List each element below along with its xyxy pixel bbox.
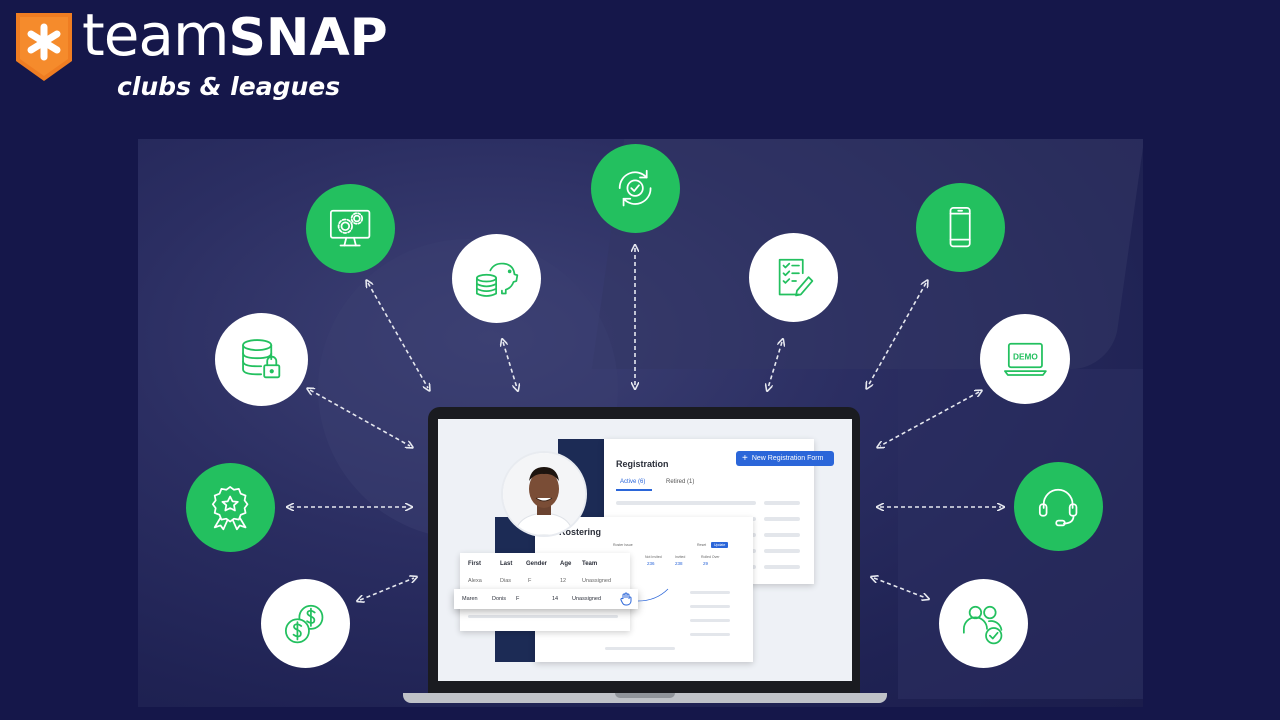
- stat-value: 29: [703, 561, 709, 566]
- brand-name-light: team: [82, 1, 229, 69]
- demo-text: DEMO: [1013, 352, 1038, 361]
- column-header-last[interactable]: Last: [500, 561, 513, 567]
- column-header-team[interactable]: Team: [582, 561, 598, 567]
- database-lock-icon: [215, 313, 308, 406]
- cell-first: Maren: [462, 596, 478, 602]
- laptop-base: [403, 693, 887, 703]
- demo-laptop-icon: DEMO: [980, 314, 1070, 404]
- cell-gender: F: [516, 596, 520, 602]
- users-check-icon: [939, 579, 1028, 668]
- cell-last: Dias: [500, 578, 512, 584]
- checklist-form-icon: [749, 233, 838, 322]
- brand-tagline: clubs & leagues: [117, 72, 341, 101]
- cell-first: Alexa: [468, 578, 482, 584]
- stat-value: 236: [647, 561, 655, 566]
- column-header-gender[interactable]: Gender: [526, 561, 548, 567]
- cell-last: Donis: [492, 596, 507, 602]
- new-registration-form-button[interactable]: +New Registration Form: [736, 451, 834, 466]
- mobile-phone-icon: [916, 183, 1005, 272]
- brand-wordmark: teamSNAP: [82, 6, 388, 64]
- tab-retired[interactable]: Retired (1): [666, 479, 695, 485]
- teamsnap-shield-icon: [16, 13, 72, 81]
- laptop-screen: Registration +New Registration Form Acti…: [438, 419, 852, 681]
- person-photo-icon: [503, 453, 585, 535]
- registration-title: Registration: [616, 459, 669, 469]
- reset-label[interactable]: Reset: [697, 543, 707, 547]
- cell-team: Unassigned: [572, 596, 602, 602]
- drag-hand-icon[interactable]: [619, 592, 633, 606]
- award-ribbon-icon: [186, 463, 275, 552]
- drag-connector: [637, 588, 669, 602]
- cell-age: 14: [552, 596, 559, 602]
- headset-support-icon: [1014, 462, 1103, 551]
- piggy-bank-coins-icon: [452, 234, 541, 323]
- column-header-age[interactable]: Age: [560, 561, 572, 567]
- player-avatar: [501, 451, 587, 537]
- cell-gender: F: [528, 578, 532, 584]
- cell-team: Unassigned: [582, 578, 612, 584]
- new-registration-form-label: New Registration Form: [751, 455, 824, 462]
- teamsnap-logo: teamSNAP clubs & leagues: [14, 6, 388, 105]
- roster-issue-label: Roster Issue: [613, 543, 633, 547]
- column-header-first[interactable]: First: [468, 561, 482, 567]
- stat-label: Invited: [675, 555, 686, 559]
- dollar-coins-icon: [261, 579, 350, 668]
- update-button[interactable]: Update: [714, 543, 726, 547]
- stat-label: Not Invited: [645, 555, 662, 559]
- stat-value: 238: [675, 561, 683, 566]
- plus-icon: +: [742, 453, 748, 464]
- table-row[interactable]: Maren Donis F 14 Unassigned: [454, 589, 638, 609]
- monitor-gears-icon: [306, 184, 395, 273]
- stat-label: Rolled Over: [701, 555, 720, 559]
- cell-age: 12: [560, 578, 567, 584]
- sync-check-icon: [591, 144, 680, 233]
- brand-name-bold: SNAP: [228, 8, 388, 68]
- tab-active[interactable]: Active (6): [620, 479, 646, 485]
- rostering-title: Rostering: [559, 527, 602, 537]
